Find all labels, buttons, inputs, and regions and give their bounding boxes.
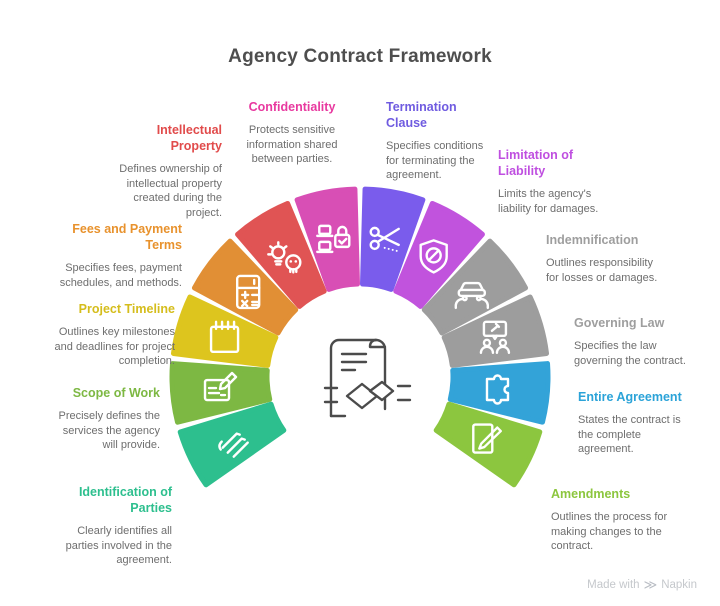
- section-description: Precisely defines the services the agenc…: [58, 410, 161, 452]
- section-description: Specifies conditions for terminating the…: [386, 140, 484, 182]
- section-description: Defines ownership of intellectual proper…: [119, 163, 222, 220]
- section-description: Outlines key milestones and deadlines fo…: [54, 326, 175, 368]
- label-governing-law: Governing Law Specifies the law governin…: [574, 315, 686, 368]
- segment-indemnification: [421, 238, 529, 336]
- section-title: Scope of Work: [72, 386, 160, 400]
- section-description: Clearly identifies all parties involved …: [65, 525, 172, 567]
- blueprint-pencil-icon: [203, 371, 238, 402]
- napkin-logo-icon: ≫: [643, 577, 658, 592]
- section-title: Entire Agreement: [578, 390, 682, 404]
- label-limitation-of-liability: Limitation of Liability Limits the agenc…: [498, 147, 602, 216]
- segment-intellectual-property: [235, 200, 327, 309]
- car-hands-icon: [454, 281, 489, 310]
- section-title: Project Timeline: [78, 302, 175, 316]
- section-title: Confidentiality: [248, 100, 336, 114]
- section-description: Specifies fees, payment schedules, and m…: [59, 262, 182, 289]
- made-with-napkin-credit: Made with ≫ Napkin: [587, 578, 697, 591]
- label-amendments: Amendments Outlines the process for maki…: [551, 486, 669, 554]
- section-title: Governing Law: [574, 316, 665, 330]
- label-identification-of-parties: Identification of Parties Clearly identi…: [64, 484, 172, 568]
- hands-stack-icon: [218, 432, 249, 458]
- law-people-icon: [479, 320, 511, 355]
- label-confidentiality: Confidentiality Protects sensitive infor…: [238, 99, 346, 167]
- calendar-icon: [209, 320, 240, 354]
- segment-project-timeline: [170, 294, 279, 368]
- label-termination-clause: Termination Clause Specifies conditions …: [386, 99, 494, 183]
- page-title: Agency Contract Framework: [228, 46, 492, 67]
- lightbulb-skull-icon: [267, 241, 302, 274]
- pencil-document-icon: [472, 423, 502, 454]
- section-title: Fees and Payment Terms: [72, 222, 182, 252]
- label-project-timeline: Project Timeline Outlines key milestones…: [45, 301, 175, 369]
- label-intellectual-property: Intellectual Property Defines ownership …: [112, 122, 222, 221]
- contract-handshake-icon: [323, 338, 412, 418]
- section-description: Limits the agency's liability for damage…: [498, 188, 599, 215]
- segment-confidentiality: [294, 186, 360, 292]
- segment-governing-law: [441, 294, 550, 368]
- puzzle-icon: [485, 374, 510, 405]
- section-description: Outlines responsibility for losses or da…: [546, 257, 658, 284]
- label-fees-and-payment-terms: Fees and Payment Terms Specifies fees, p…: [52, 221, 182, 290]
- segment-limitation-of-liability: [393, 200, 485, 309]
- segment-scope-of-work: [169, 361, 273, 425]
- section-title: Indemnification: [546, 233, 639, 247]
- label-indemnification: Indemnification Outlines responsibility …: [546, 232, 664, 285]
- section-description: Protects sensitive information shared be…: [246, 124, 338, 166]
- section-title: Termination Clause: [386, 100, 457, 130]
- label-entire-agreement: Entire Agreement States the contract is …: [578, 389, 690, 457]
- section-description: Specifies the law governing the contract…: [574, 340, 686, 367]
- section-description: Outlines the process for making changes …: [551, 511, 668, 553]
- segment-identification-of-parties: [177, 401, 287, 488]
- calculator-icon: [235, 274, 261, 310]
- made-with-text: Made with: [587, 578, 640, 591]
- label-scope-of-work: Scope of Work Precisely defines the serv…: [46, 385, 161, 453]
- napkin-brand-text: Napkin: [661, 578, 697, 591]
- section-title: Identification of Parties: [78, 485, 172, 515]
- section-title: Limitation of Liability: [498, 148, 573, 178]
- section-description: States the contract is the complete agre…: [578, 414, 681, 456]
- segment-entire-agreement: [447, 361, 551, 425]
- shield-slash-icon: [419, 239, 448, 274]
- devices-lock-icon: [316, 224, 351, 254]
- section-title: Intellectual Property: [156, 123, 222, 153]
- scissors-icon: [369, 226, 400, 252]
- section-title: Amendments: [551, 487, 631, 501]
- segment-termination-clause: [359, 186, 426, 292]
